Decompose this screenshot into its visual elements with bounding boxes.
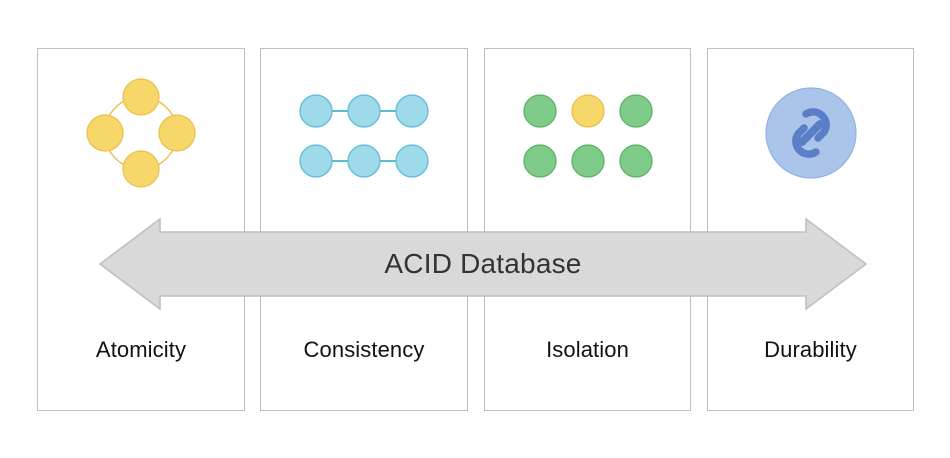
- double-headed-arrow-shape: [98, 217, 868, 311]
- icon-slot-consistency: [260, 78, 468, 198]
- icon-slot-durability: [707, 78, 914, 198]
- isolated-node: [570, 94, 605, 128]
- acid-double-arrow: [98, 216, 868, 312]
- four-nodes-ring-icon: [86, 78, 196, 188]
- icon-slot-atomicity: [37, 78, 245, 198]
- chain-link-badge-icon: [764, 87, 857, 179]
- icon-slot-isolation: [484, 78, 691, 198]
- card-label-durability: Durability: [764, 337, 857, 362]
- linked-nodes-grid-icon: [299, 94, 429, 178]
- card-label-consistency: Consistency: [303, 337, 425, 362]
- card-label-isolation: Isolation: [546, 337, 629, 362]
- card-label-atomicity: Atomicity: [95, 337, 187, 362]
- node-grid-icon: [522, 94, 653, 178]
